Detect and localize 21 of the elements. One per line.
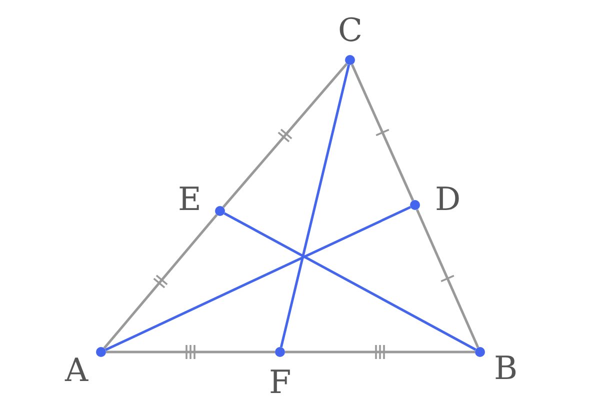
vertex-point bbox=[96, 347, 106, 357]
triangle-side bbox=[350, 64, 414, 201]
vertex-label: B bbox=[494, 352, 518, 384]
triangle-side bbox=[222, 62, 348, 208]
vertex-label: A bbox=[65, 354, 88, 386]
vertex-point bbox=[475, 347, 485, 357]
median-line bbox=[105, 206, 411, 352]
vertex-label: E bbox=[178, 183, 202, 215]
vertex-point bbox=[215, 206, 225, 216]
triangle-side bbox=[416, 209, 480, 348]
median-line bbox=[224, 212, 476, 351]
vertex-label: C bbox=[338, 14, 362, 46]
vertex-point bbox=[410, 200, 420, 210]
triangle-side bbox=[106, 350, 275, 354]
triangle-side bbox=[103, 214, 218, 349]
vertex-point bbox=[275, 347, 285, 357]
vertex-label: D bbox=[435, 183, 461, 215]
vertex-point bbox=[345, 55, 355, 65]
vertex-label: F bbox=[269, 366, 292, 398]
triangle-side bbox=[285, 350, 475, 354]
median-line bbox=[280, 64, 350, 348]
